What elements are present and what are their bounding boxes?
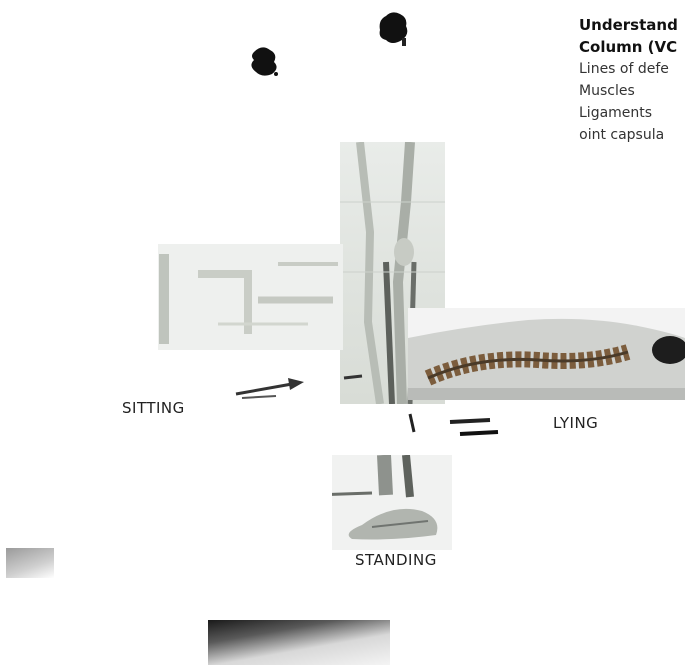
ink-blot-left: [244, 44, 286, 80]
side-item-lines-of-defense: Lines of defe: [579, 58, 685, 80]
bottom-shade: [208, 620, 390, 665]
caption-lying: LYING: [553, 414, 598, 432]
side-panel-title-line2: Column (VC: [579, 36, 685, 58]
ink-blot-right: [372, 10, 412, 48]
standing-figure-foot: [332, 455, 452, 550]
caption-sitting: SITTING: [122, 399, 185, 417]
arrow-mark-sitting: [232, 372, 312, 402]
side-item-muscles: Muscles: [579, 80, 685, 102]
side-panel: Understand Column (VC Lines of defe Musc…: [579, 14, 685, 146]
sitting-figure: [158, 244, 343, 350]
corner-shade-left: [6, 548, 54, 578]
side-item-joint-capsule: Joint capsula: [579, 124, 685, 146]
side-item-ligaments: Ligaments: [579, 102, 685, 124]
stroke-marks: [340, 372, 520, 442]
side-panel-title-line1: Understand: [579, 14, 685, 36]
caption-standing: STANDING: [355, 551, 437, 569]
